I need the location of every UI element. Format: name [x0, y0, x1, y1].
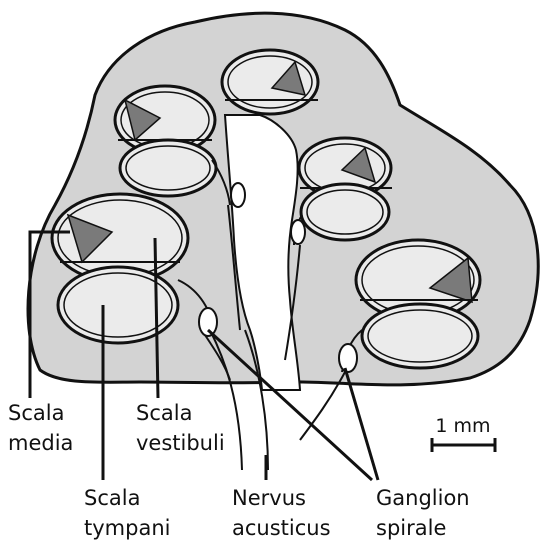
label-ganglion-spirale-2: spirale — [376, 516, 446, 540]
leader-ganglion-1 — [206, 328, 374, 482]
leader-lines — [28, 230, 380, 482]
leader-scala-media — [28, 230, 70, 398]
turn-upper-left — [113, 84, 246, 208]
turn-middle-right — [290, 136, 393, 246]
label-scala-tympani-2: tympani — [84, 516, 170, 540]
nerve-stem — [209, 329, 269, 471]
scale-bar: 1 mm — [430, 415, 497, 452]
label-scala-vestibuli-1: Scala — [136, 401, 192, 425]
turn-lower-left — [50, 192, 218, 345]
modiolus — [223, 114, 302, 391]
label-scala-vestibuli-2: vestibuli — [136, 431, 225, 455]
turn-lower-right — [338, 238, 482, 373]
nerve-fibres — [204, 204, 346, 441]
scale-bar-label: 1 mm — [435, 415, 490, 437]
label-nervus-acusticus-2: acusticus — [232, 516, 331, 540]
label-scala-media-1: Scala — [8, 401, 64, 425]
turn-apex — [220, 48, 320, 116]
label-nervus-acusticus-1: Nervus — [232, 486, 306, 510]
leader-scala-vestibuli — [153, 237, 160, 399]
label-scala-media-2: media — [8, 431, 73, 455]
label-scala-tympani-1: Scala — [84, 486, 140, 510]
label-ganglion-spirale-1: Ganglion — [376, 486, 470, 510]
leader-ganglion-2 — [343, 367, 380, 481]
